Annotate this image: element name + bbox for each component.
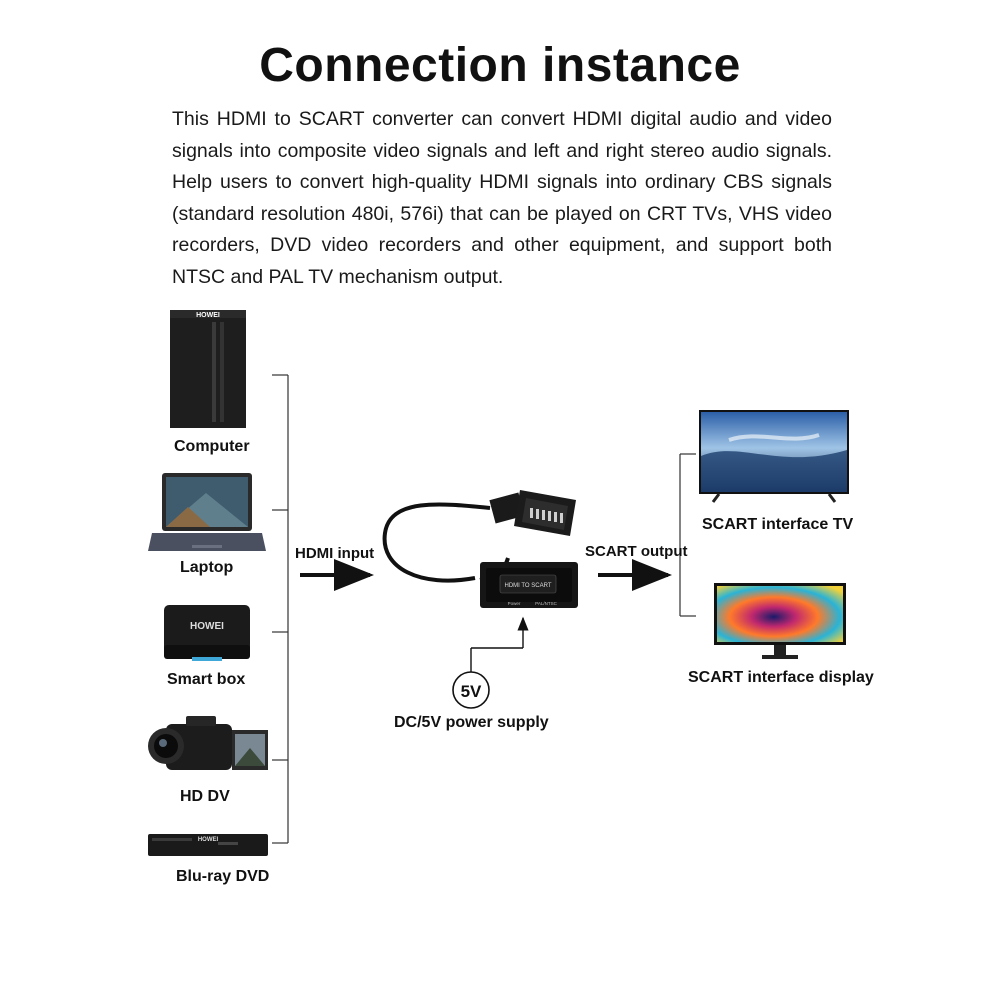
output-bracket xyxy=(679,453,696,617)
converter-port-power: Power xyxy=(508,601,521,606)
input-bracket xyxy=(272,374,289,844)
page-title: Connection instance xyxy=(259,39,741,92)
description-paragraph: This HDMI to SCART converter can convert… xyxy=(172,108,832,288)
scart-output-label: SCART output xyxy=(585,543,688,560)
device-label-laptop: Laptop xyxy=(180,559,234,576)
hdmi-input-label: HDMI input xyxy=(295,545,375,562)
device-label-bluray-dvd: Blu-ray DVD xyxy=(176,868,270,885)
smart-box-brand: HOWEI xyxy=(190,621,224,632)
converter-port-palntsc: PAL/NTSC xyxy=(535,601,557,606)
smart-box-icon: HOWEI xyxy=(164,605,250,661)
computer-tower-icon: HOWEI xyxy=(170,310,246,428)
device-label-smart-box: Smart box xyxy=(167,671,246,688)
bluray-player-icon: HOWEI xyxy=(148,834,268,856)
output-label-scart-display: SCART interface display xyxy=(688,669,874,686)
bluray-brand: HOWEI xyxy=(198,837,219,843)
converter-face-text: HDMI TO SCART xyxy=(504,583,551,589)
camcorder-icon xyxy=(148,716,268,770)
device-label-computer: Computer xyxy=(174,438,250,455)
hdmi-to-scart-converter-icon: HDMI TO SCART Power PAL/NTSC xyxy=(382,490,578,608)
power-supply-label: DC/5V power supply xyxy=(394,714,549,731)
tv-icon xyxy=(699,410,849,503)
monitor-icon xyxy=(714,583,846,659)
power-connection xyxy=(470,616,529,672)
power-badge-circle xyxy=(452,671,490,709)
output-label-scart-tv: SCART interface TV xyxy=(702,516,854,533)
power-badge: 5V xyxy=(461,682,482,701)
device-label-hd-dv: HD DV xyxy=(180,788,230,805)
laptop-icon xyxy=(148,473,266,551)
computer-brand: HOWEI xyxy=(196,312,220,319)
